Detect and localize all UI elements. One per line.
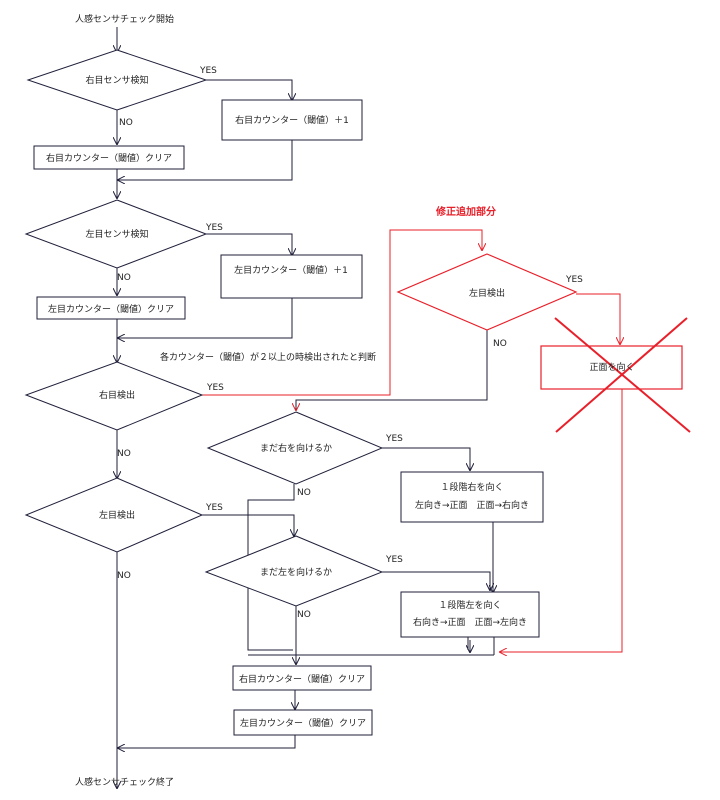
yes-label-5: YES [385, 434, 403, 444]
yes-label-3: YES [206, 383, 224, 393]
box-left-counter-clear [36, 296, 186, 320]
yes-label-2: YES [205, 223, 223, 233]
turn-left-title: １段階左を向く [438, 599, 501, 611]
box-right-counter-clear [33, 145, 185, 170]
decision-left-found-label: 左目検出 [99, 509, 135, 521]
no-label-6: NO [297, 610, 311, 620]
turn-right-title: １段階右を向く [440, 481, 503, 493]
left-counter-clear-label: 左目カウンター（閾値）クリア [48, 303, 174, 315]
revision-decision-label: 左目検出 [469, 287, 505, 299]
box-turn-left [400, 591, 540, 638]
decision-can-turn-left [204, 535, 384, 607]
final-right-clear-label: 右目カウンター（閾値）クリア [239, 673, 365, 685]
revision-title: 修正追加部分 [435, 205, 496, 218]
decision-right-found-label: 右目検出 [99, 389, 135, 401]
box-left-counter-inc [220, 254, 363, 299]
decision-left-sensor-label: 左目センサ検知 [85, 228, 148, 240]
left-counter-inc-label: 左目カウンター（閾値）＋1 [234, 264, 348, 276]
box-final-right-clear [232, 665, 372, 691]
no-label-3: NO [117, 449, 131, 459]
revision-face-front-label: 正面を向く [589, 361, 634, 373]
final-left-clear-label: 左目カウンター（閾値）クリア [240, 717, 366, 729]
shapes [24, 49, 544, 736]
revision-no-label: NO [493, 339, 507, 349]
no-label-1: NO [119, 118, 133, 128]
revision-connectors [202, 229, 622, 652]
no-label-5: NO [297, 488, 311, 498]
strike-x-icon [554, 317, 691, 433]
decision-can-turn-right-label: まだ右を向けるか [260, 442, 332, 454]
decision-can-turn-left-label: まだ左を向けるか [260, 566, 332, 578]
decision-left-found [24, 477, 204, 553]
box-turn-right [400, 471, 544, 523]
turn-left-detail: 右向き→正面 正面→左向き [413, 616, 527, 628]
note-label: 各カウンター（閾値）が２以上の時検出されたと判断 [160, 351, 376, 363]
start-label: 人感センサチェック開始 [75, 13, 174, 25]
yes-label-6: YES [385, 555, 403, 565]
no-label-4: NO [117, 571, 131, 581]
decision-right-sensor-label: 右目センサ検知 [85, 74, 148, 86]
connectors [117, 27, 494, 788]
revision-yes-label: YES [565, 275, 583, 285]
end-label: 人感センサチェック終了 [75, 776, 174, 788]
yes-label-1: YES [199, 66, 217, 76]
right-counter-clear-label: 右目カウンター（閾値）クリア [46, 152, 172, 164]
revision-no-connector [296, 328, 488, 410]
decision-can-turn-right [206, 411, 384, 485]
box-right-counter-inc [221, 99, 363, 141]
revision-shapes [396, 253, 683, 390]
revision-box-face-front [540, 345, 683, 390]
box-final-left-clear [233, 709, 373, 736]
decision-right-sensor [26, 49, 208, 111]
turn-right-detail: 左向き→正面 正面→右向き [415, 499, 529, 511]
decision-left-sensor [24, 199, 208, 269]
no-label-2: NO [117, 273, 131, 283]
decision-right-found [24, 361, 204, 431]
revision-decision-left-found [396, 253, 578, 331]
yes-label-4: YES [205, 503, 223, 513]
right-counter-inc-label: 右目カウンター（閾値）＋1 [235, 114, 349, 126]
